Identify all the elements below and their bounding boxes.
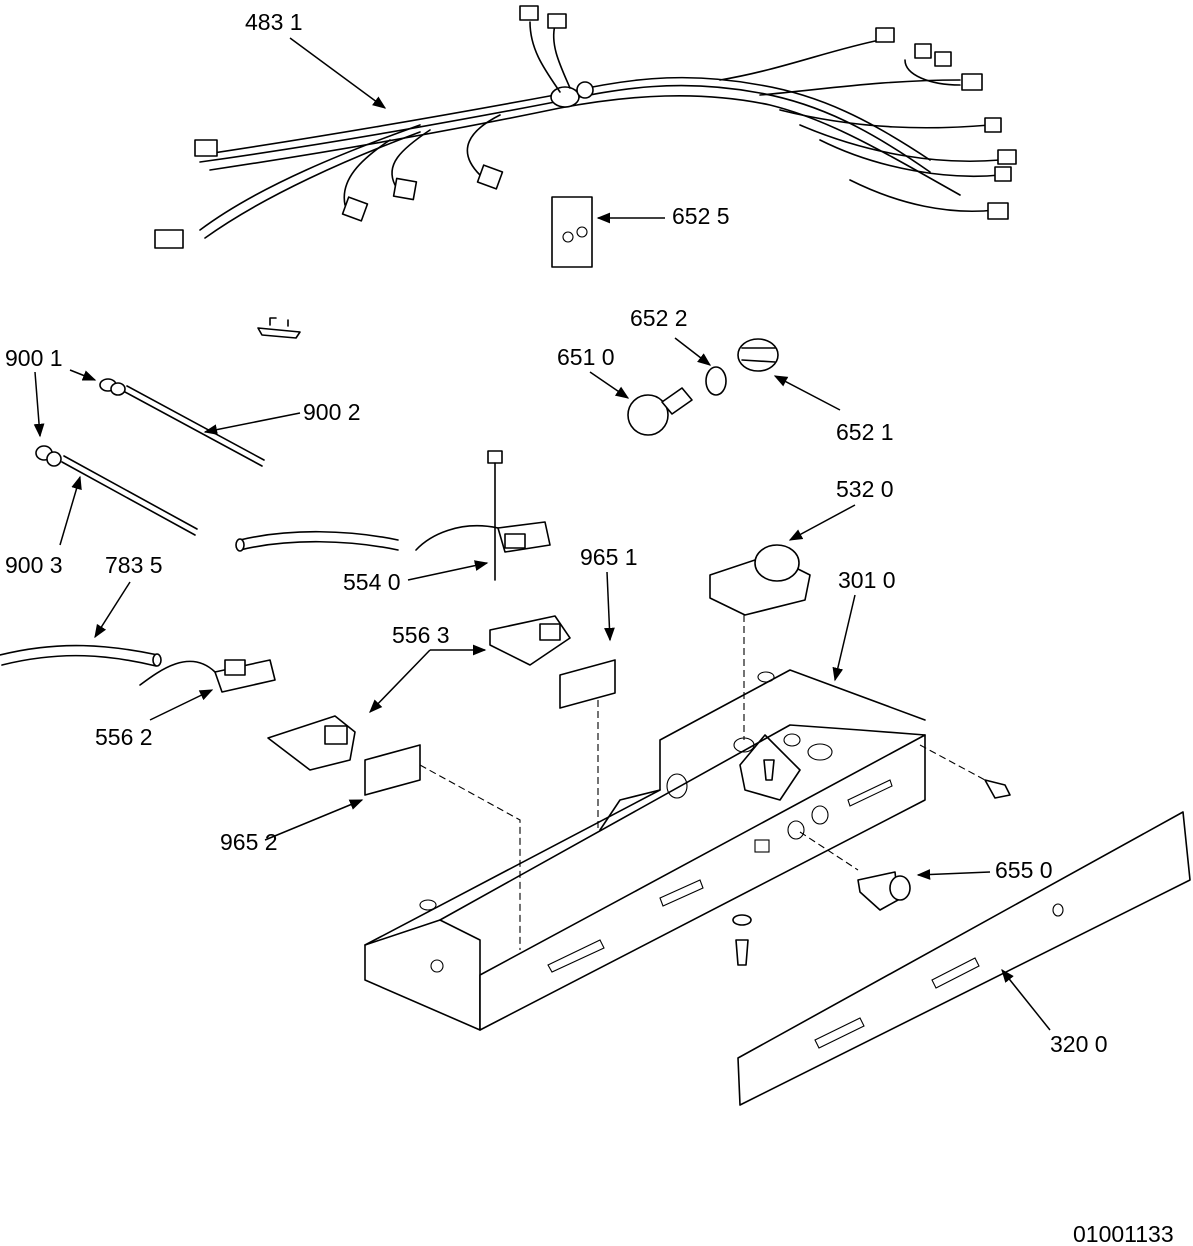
- drain-hose: [0, 644, 162, 667]
- switch-556-3-lower: [267, 715, 356, 771]
- screw-right: [919, 744, 1011, 799]
- bracket-plate: [551, 196, 593, 268]
- label-6522: 652 2: [630, 305, 688, 331]
- label-9002: 900 2: [303, 399, 361, 425]
- capillary-tube-lower: [35, 445, 198, 536]
- leader-lines: [33, 37, 1051, 1031]
- lamp-bulb: [627, 387, 693, 436]
- label-6510: 651 0: [557, 344, 615, 370]
- label-6550: 655 0: [995, 857, 1053, 883]
- lamp-ring: [705, 366, 727, 396]
- label-9652: 965 2: [220, 829, 278, 855]
- small-clip: [257, 317, 301, 339]
- defrost-timer: [709, 544, 811, 740]
- capillary-tube-upper: [99, 378, 265, 467]
- label-5562: 556 2: [95, 724, 153, 750]
- thermostat-knob: [799, 831, 911, 911]
- switch-556-2: [139, 659, 276, 693]
- label-5563: 556 3: [392, 622, 450, 648]
- label-4831: 483 1: [245, 9, 303, 35]
- screw-center: [763, 759, 775, 781]
- drawing-number: 01001133: [1073, 1221, 1174, 1246]
- screw-bottom: [732, 914, 752, 966]
- label-9003: 900 3: [5, 552, 63, 578]
- callout-labels: 483 1 652 5 652 2 651 0 652 1 900 1 900 …: [5, 9, 1174, 1246]
- lamp-socket: [737, 338, 779, 372]
- hose-middle: [235, 530, 399, 552]
- label-sticker-965-1: [559, 659, 616, 830]
- wiring-harness: [154, 5, 1017, 249]
- label-6521: 652 1: [836, 419, 894, 445]
- front-trim-panel: [737, 811, 1191, 1106]
- label-3010: 301 0: [838, 567, 896, 593]
- switch-554: [415, 450, 551, 581]
- switch-556-3-upper: [489, 615, 571, 666]
- label-5320: 532 0: [836, 476, 894, 502]
- label-5540: 554 0: [343, 569, 401, 595]
- label-7835: 783 5: [105, 552, 163, 578]
- label-9001: 900 1: [5, 345, 63, 371]
- label-sticker-965-2: [364, 744, 521, 950]
- label-6525: 652 5: [672, 203, 730, 229]
- control-housing: [364, 669, 926, 1031]
- label-3200: 320 0: [1050, 1031, 1108, 1057]
- label-9651: 965 1: [580, 544, 638, 570]
